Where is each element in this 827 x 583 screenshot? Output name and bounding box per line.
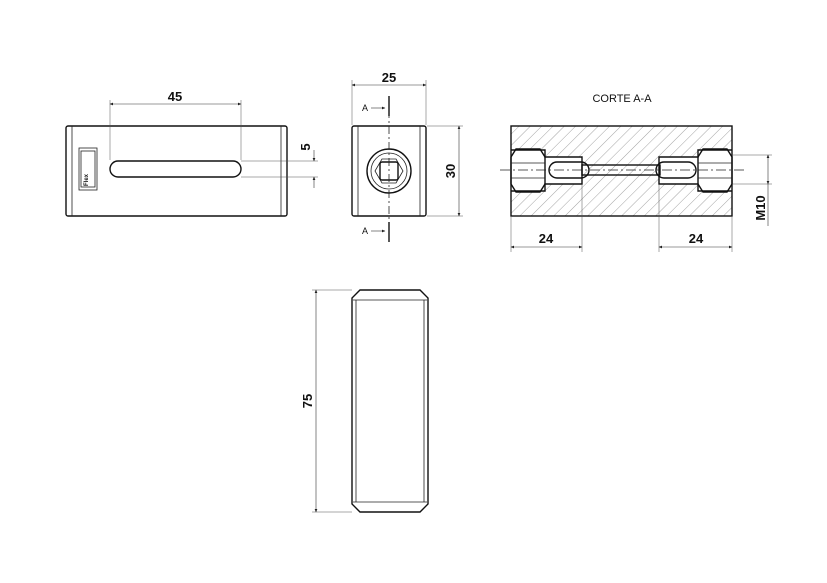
logo-text: Flex bbox=[84, 173, 90, 186]
logo: Flex bbox=[78, 147, 98, 191]
dim-slot-width: 5 bbox=[298, 143, 313, 150]
dim-left-depth: 24 bbox=[539, 231, 554, 246]
dim-thread: M10 bbox=[753, 195, 768, 220]
dim-right-depth: 24 bbox=[689, 231, 704, 246]
side-view: A A 25 30 bbox=[351, 70, 463, 242]
nut-left bbox=[510, 148, 546, 193]
front-view: Flex 45 5 bbox=[65, 89, 318, 217]
section-label-top: A bbox=[362, 103, 368, 113]
top-view: 75 bbox=[300, 289, 429, 513]
section-title: CORTE A-A bbox=[592, 93, 652, 105]
dim-side-height: 30 bbox=[443, 164, 458, 178]
dim-length: 75 bbox=[300, 394, 315, 408]
section-label-bottom: A bbox=[362, 226, 368, 236]
dim-slot-length: 45 bbox=[168, 89, 182, 104]
bolt-slot-right bbox=[655, 161, 697, 179]
dim-side-width: 25 bbox=[382, 70, 396, 85]
nut-right bbox=[697, 148, 733, 193]
section-view: CORTE A-A 24 24 M10 bbox=[500, 93, 772, 252]
front-slot bbox=[109, 160, 242, 178]
